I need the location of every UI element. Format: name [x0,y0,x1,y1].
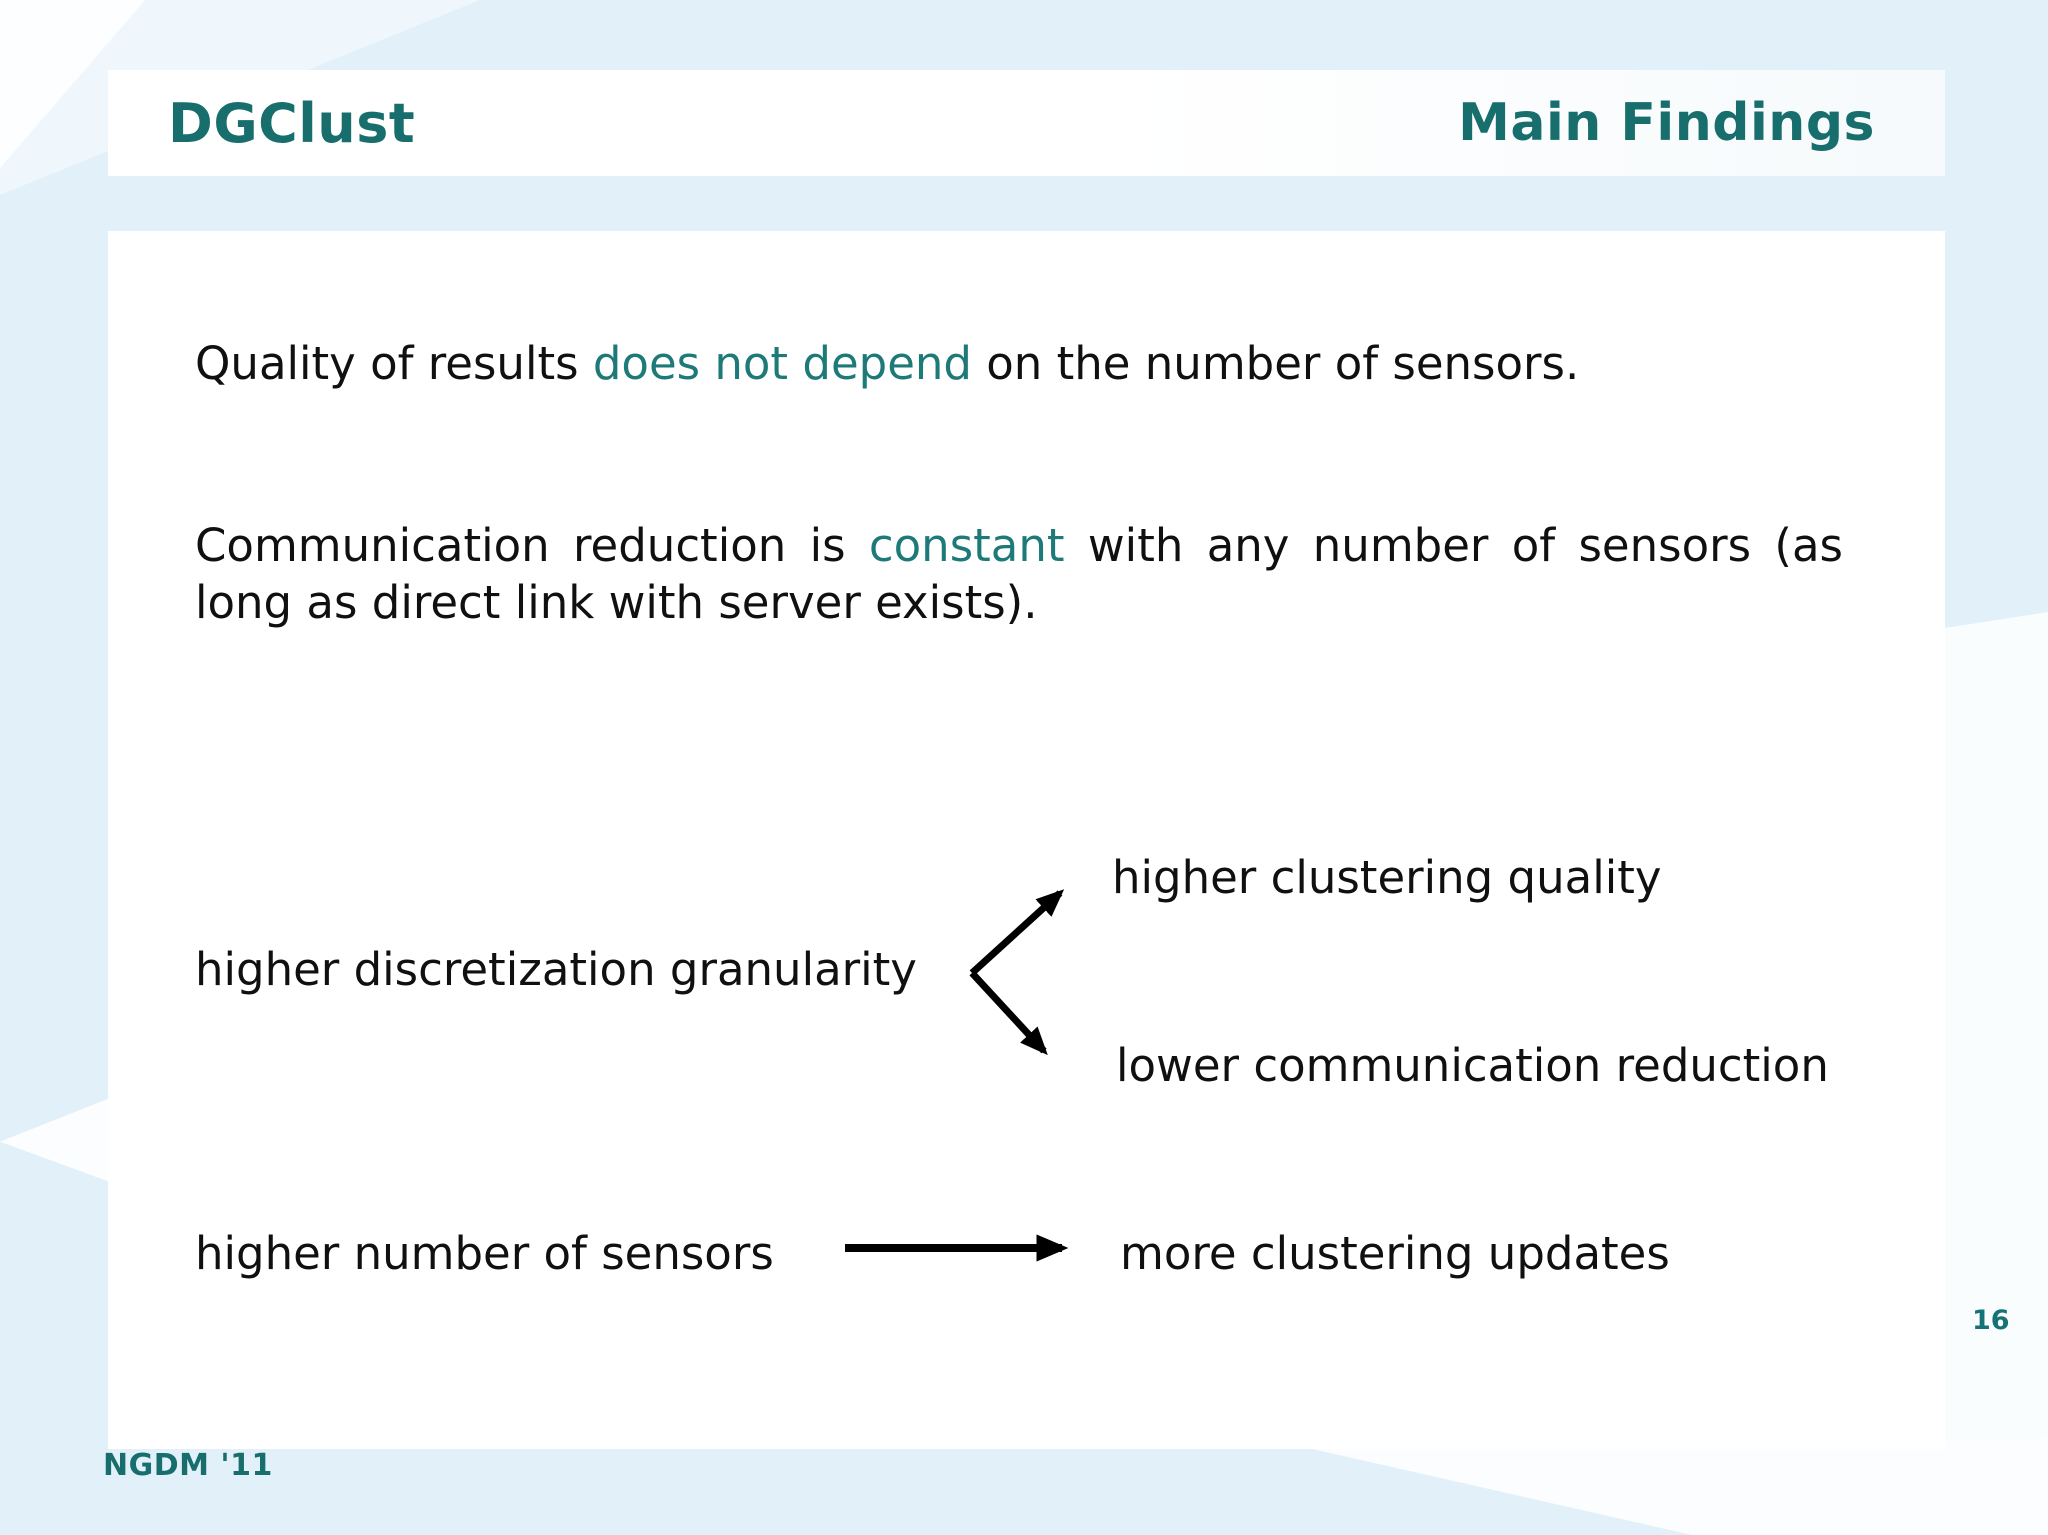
background-bottom-wedge [1308,1438,2048,1535]
content-area: Quality of results does not depend on th… [108,231,1945,1449]
finding-1-accent: does not depend [592,337,972,390]
linear-diagram-source-label: higher number of sensors [195,1227,774,1280]
finding-2: Communication reduction is constant with… [195,517,1843,631]
background-right-strip [1945,612,2048,1535]
finding-2-accent: constant [868,519,1065,572]
finding-1: Quality of results does not depend on th… [195,335,1895,392]
header-section-title: Main Findings [1458,93,1875,153]
linear-diagram-target-label: more clustering updates [1120,1227,1670,1280]
branch-diagram-down-label: lower communication reduction [1116,1039,1829,1092]
page-number: 16 [1972,1305,2010,1336]
background-left-wedge [0,1098,110,1182]
finding-1-pre: Quality of results [195,337,593,390]
finding-1-post: on the number of sensors. [971,337,1580,390]
finding-2-post: with any number of sensors (as long as d… [195,519,1843,629]
branch-diagram-source-label: higher discretization granularity [195,943,917,996]
branch-diagram-up-label: higher clustering quality [1112,851,1662,904]
finding-2-pre: Communication reduction is [195,519,869,572]
header-band: DGClust Main Findings [108,70,1945,176]
footer-conference-label: NGDM '11 [103,1448,273,1483]
slide-title: DGClust [168,91,416,155]
